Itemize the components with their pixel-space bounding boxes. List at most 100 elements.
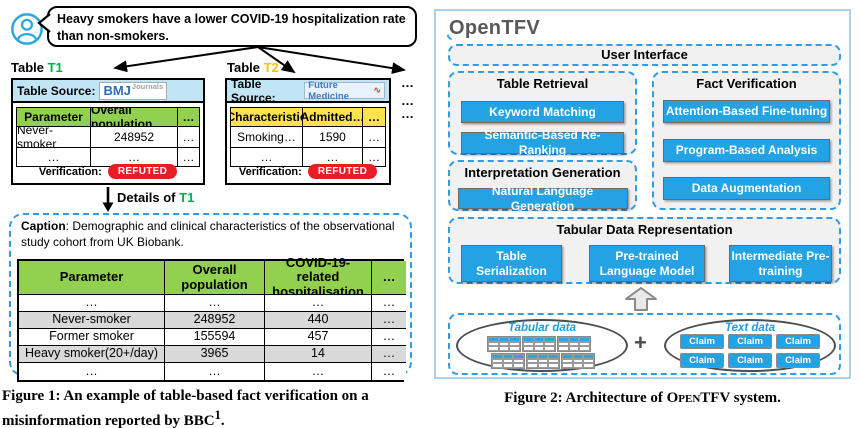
t2-cell: … [231, 148, 303, 166]
t2-grid: Characteristic Admitted… … Smoking… 1590… [230, 107, 386, 167]
table-t1-label: Table T1 [11, 60, 63, 75]
table-retrieval-panel: Table Retrieval Keyword Matching Semanti… [448, 71, 637, 157]
detail-cell: 248952 [165, 312, 265, 329]
t1-source-label: Table Source: [17, 83, 96, 98]
text-data-label: Text data [724, 322, 776, 334]
t2-verification-row: Verification: REFUTED [227, 161, 389, 182]
plus-sign: + [634, 330, 647, 355]
details-of-t1-label: Details of T1 [117, 190, 194, 205]
data-augmentation-box: Data Augmentation [663, 177, 830, 200]
claim-chip: Claim [728, 334, 772, 349]
caption-text: : Demographic and clinical characteristi… [21, 219, 395, 249]
program-analysis-box: Program-Based Analysis [663, 139, 830, 162]
details-label-text: Details of [117, 190, 180, 205]
t1-cell: … [17, 148, 91, 166]
figure2-caption-prefix: Figure 2: Architecture of O [504, 390, 679, 406]
detail-cell: … [372, 295, 406, 312]
more-tables-ellipsis: … … … [401, 76, 427, 120]
t1-details-table: Parameter Overall population COVID-19-re… [17, 255, 406, 382]
mini-table-icon [522, 336, 556, 352]
t1-header-cell: Overall population [91, 108, 178, 127]
table-t2-label: Table T2 [227, 60, 279, 75]
figure2-caption-suffix: TFV system. [700, 390, 781, 406]
interpretation-generation-panel: Interpretation Generation Natural Langua… [448, 160, 637, 213]
ellipsis: … [401, 106, 414, 121]
panel-title: Interpretation Generation [464, 165, 621, 180]
bmj-logo-suffix: Journals [131, 82, 164, 91]
footnote-marker: 1 [214, 407, 221, 422]
detail-cell: Never-smoker [19, 312, 165, 329]
text-data-ellipse: Text data Claim Claim Claim Claim Claim … [664, 319, 836, 372]
panel-title: Table Retrieval [496, 76, 589, 91]
claim-to-tables-arrows [113, 46, 406, 75]
detail-cell: 457 [265, 329, 372, 346]
refuted-badge: REFUTED [107, 164, 178, 179]
t1-cell: … [178, 127, 199, 148]
t2-cell: … [363, 127, 385, 148]
panel-title: Fact Verification [696, 76, 797, 91]
figure1-caption-line2: misinformation reported by BBC [2, 412, 215, 428]
table-serialization-box: Table Serialization [461, 245, 562, 282]
detail-cell: … [372, 346, 406, 363]
mini-tables-cluster [487, 336, 597, 370]
attention-finetuning-box: Attention-Based Fine-tuning [663, 100, 830, 123]
table-label-prefix: Table [11, 60, 48, 75]
claim-chip: Claim [776, 353, 820, 368]
claim-chip: Claim [728, 353, 772, 368]
table-t2-id: T2 [263, 60, 279, 75]
tabular-data-representation-panel: Tabular Data Representation Table Serial… [448, 217, 841, 284]
detail-header-cell: Overall population [165, 261, 265, 295]
bmj-logo-text: BMJ [103, 83, 131, 98]
t1-cell: … [178, 148, 199, 166]
keyword-matching-box: Keyword Matching [461, 101, 624, 123]
detail-cell: … [165, 363, 265, 380]
speech-tail-icon [37, 13, 51, 33]
t1-header-cell: … [178, 108, 199, 127]
claim-chips-cluster: Claim Claim Claim Claim Claim Claim [674, 334, 826, 368]
t2-header-cell: Admitted… [303, 108, 363, 127]
detail-cell: … [265, 363, 372, 380]
tabular-data-ellipse: Tabular data [456, 319, 628, 372]
detail-header-cell: COVID-19-related hospitalisation [265, 255, 372, 298]
fact-verification-panel: Fact Verification Attention-Based Fine-t… [652, 71, 841, 210]
verification-label: Verification: [238, 165, 302, 178]
ellipsis: … [401, 93, 414, 108]
t2-cell: 1590 [303, 127, 363, 148]
t2-source-label: Table Source: [231, 76, 276, 105]
future-medicine-logo: Future Medicine∿ [304, 79, 385, 102]
t1-cell: Never-smoker [17, 127, 91, 148]
detail-cell: Former smoker [19, 329, 165, 346]
claim-chip: Claim [680, 353, 724, 368]
t1-details-panel: Caption: Demographic and clinical charac… [9, 213, 412, 382]
detail-cell: Heavy smoker(20+/day) [19, 346, 165, 363]
detail-cell: … [265, 295, 372, 312]
panel-title: Tabular Data Representation [556, 222, 733, 237]
mini-table-icon [557, 336, 591, 352]
table-t2: Table Source: Future Medicine∿ Character… [225, 76, 391, 185]
detail-cell: … [19, 295, 165, 312]
figure2-caption: Figure 2: Architecture of OpenTFV system… [434, 389, 851, 409]
t2-header-cell: … [363, 108, 385, 127]
t2-cell: Smoking… [231, 127, 303, 148]
t1-verification-row: Verification: REFUTED [13, 161, 203, 182]
future-medicine-logo-text: Future Medicine [308, 79, 349, 102]
figure1-caption-line1: Figure 1: An example of table-based fact… [2, 388, 369, 404]
detail-cell: … [19, 363, 165, 380]
mini-table-icon [487, 336, 521, 352]
mini-table-icon [526, 353, 560, 369]
figure2-caption-smallcaps: pen [678, 390, 701, 406]
table-caption: Caption: Demographic and clinical charac… [21, 219, 400, 251]
t2-header-cell: Characteristic [231, 108, 303, 127]
claim-text: Heavy smokers have a lower COVID-19 hosp… [57, 12, 406, 43]
detail-cell: … [372, 329, 406, 346]
detail-cell: … [372, 312, 406, 329]
opentfv-logo: OpenTFV [444, 17, 540, 43]
t2-cell: … [303, 148, 363, 166]
table-t1-id: T1 [47, 60, 63, 75]
verification-label: Verification: [38, 165, 102, 178]
t1-grid: Parameter Overall population … Never-smo… [16, 107, 200, 167]
caption-period: . [220, 412, 225, 428]
